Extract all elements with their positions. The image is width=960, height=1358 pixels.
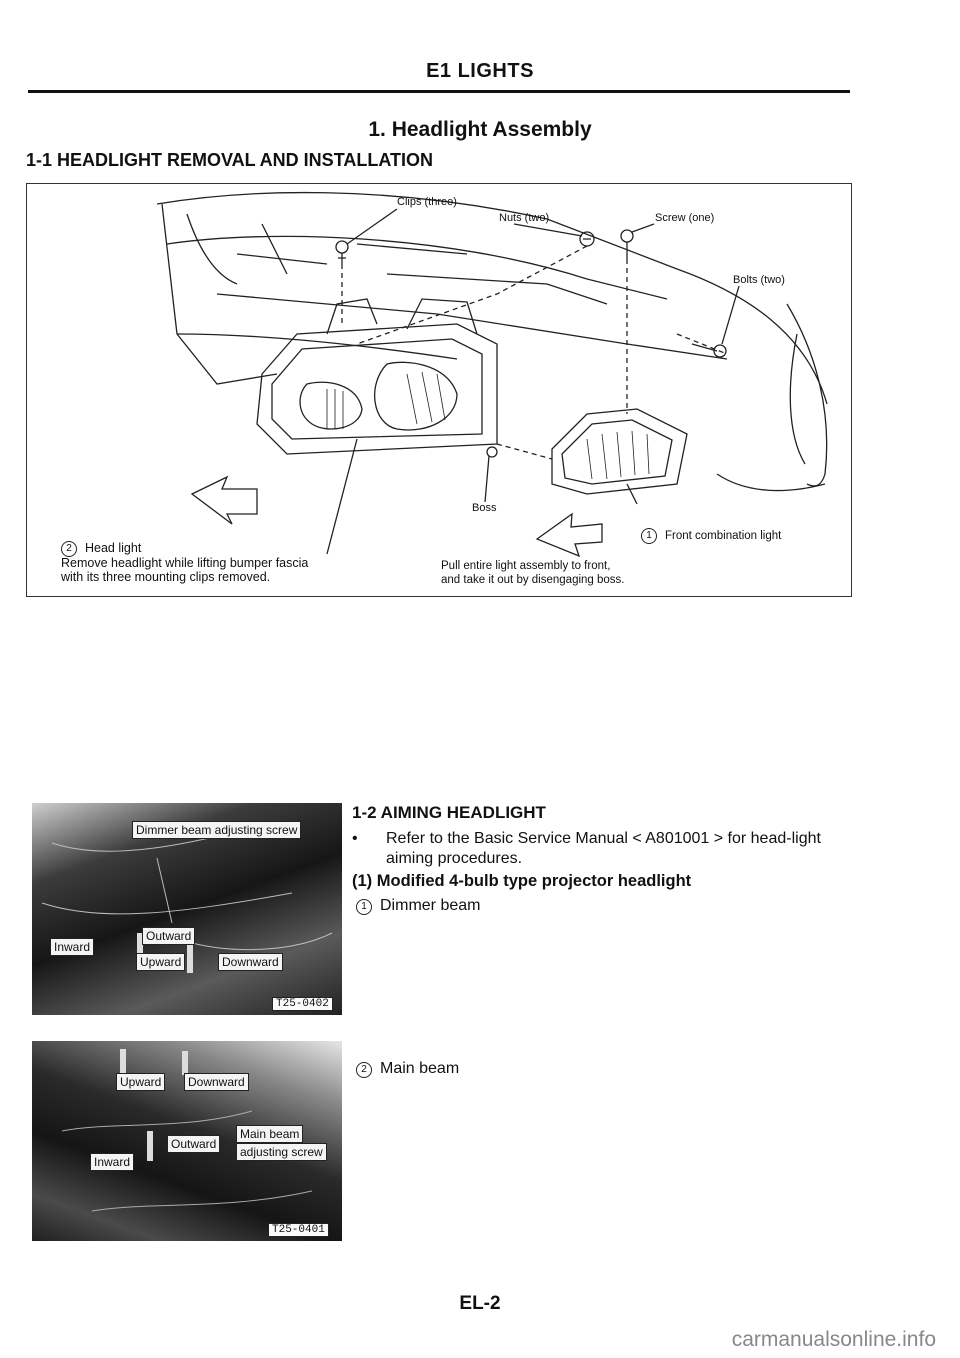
dimmer-beam-photo: Dimmer beam adjusting screw Inward Outwa… xyxy=(32,803,342,1015)
dimmer-beam-item: 1 Dimmer beam xyxy=(356,897,480,915)
main-beam-item: 2 Main beam xyxy=(356,1060,459,1078)
page-number: EL-2 xyxy=(459,1293,501,1314)
head-light-note-line1: Remove headlight while lifting bumper fa… xyxy=(61,556,309,570)
header-rule xyxy=(28,90,850,93)
main-photo-code: T25-0401 xyxy=(268,1223,329,1237)
section-header: E1 LIGHTS xyxy=(426,60,534,82)
dimmer-photo-texture xyxy=(41,822,333,973)
removal-heading: 1-1 HEADLIGHT REMOVAL AND INSTALLATION xyxy=(26,150,433,170)
main-inward-label: Inward xyxy=(90,1153,135,1171)
callout-bolts: Bolts (two) xyxy=(733,274,785,286)
removal-diagram: Clips (three) Nuts (two) Screw (one) Bol… xyxy=(26,183,852,597)
aiming-heading: 1-2 AIMING HEADLIGHT xyxy=(352,803,546,822)
pull-note-line1: Pull entire light assembly to front, xyxy=(441,560,611,572)
dimmer-photo-code: T25-0402 xyxy=(272,997,333,1011)
main-beam-number: 2 xyxy=(356,1062,372,1078)
main-beam-label: Main beam xyxy=(236,1125,304,1143)
callout-boss: Boss xyxy=(472,502,497,514)
main-adjusting-screw-label: adjusting screw xyxy=(236,1143,327,1161)
page-title: 1. Headlight Assembly xyxy=(368,118,592,141)
dimmer-beam-number: 1 xyxy=(356,899,372,915)
bullet-dot: • xyxy=(352,830,358,847)
dimmer-upward-label: Upward xyxy=(136,953,186,971)
headlight-diagram-drawing xyxy=(156,191,828,558)
main-upward-label: Upward xyxy=(116,1073,166,1091)
main-photo-texture xyxy=(61,1049,313,1212)
front-combination-caption: 1 Front combination light xyxy=(641,528,781,544)
main-beam-text: Main beam xyxy=(380,1060,460,1077)
head-light-label: Head light xyxy=(85,541,142,555)
head-light-note-line2: with its three mounting clips removed. xyxy=(61,570,271,584)
main-outward-label: Outward xyxy=(167,1135,221,1153)
callout-screw: Screw (one) xyxy=(655,212,715,224)
bullet-text: Refer to the Basic Service Manual < A801… xyxy=(386,830,821,867)
dimmer-inward-label: Inward xyxy=(50,938,95,956)
projector-heading: (1) Modified 4-bulb type projector headl… xyxy=(352,872,692,890)
main-downward-label: Downward xyxy=(184,1073,249,1091)
front-combination-label: Front combination light xyxy=(665,530,782,542)
callout-nuts: Nuts (two) xyxy=(499,212,550,224)
head-light-number: 2 xyxy=(61,541,77,557)
main-beam-photo: Upward Downward Outward Inward Main beam… xyxy=(32,1041,342,1241)
dimmer-outward-label: Outward xyxy=(142,927,196,945)
watermark: carmanualsonline.info xyxy=(731,1328,936,1351)
callout-clips: Clips (three) xyxy=(397,196,457,208)
dimmer-downward-label: Downward xyxy=(218,953,283,971)
dimmer-beam-text: Dimmer beam xyxy=(380,897,481,914)
dimmer-screw-label: Dimmer beam adjusting screw xyxy=(132,821,302,839)
pull-note-line2: and take it out by disengaging boss. xyxy=(441,574,625,586)
head-light-caption: 2 Head light xyxy=(61,541,141,557)
front-combination-number: 1 xyxy=(641,528,657,544)
